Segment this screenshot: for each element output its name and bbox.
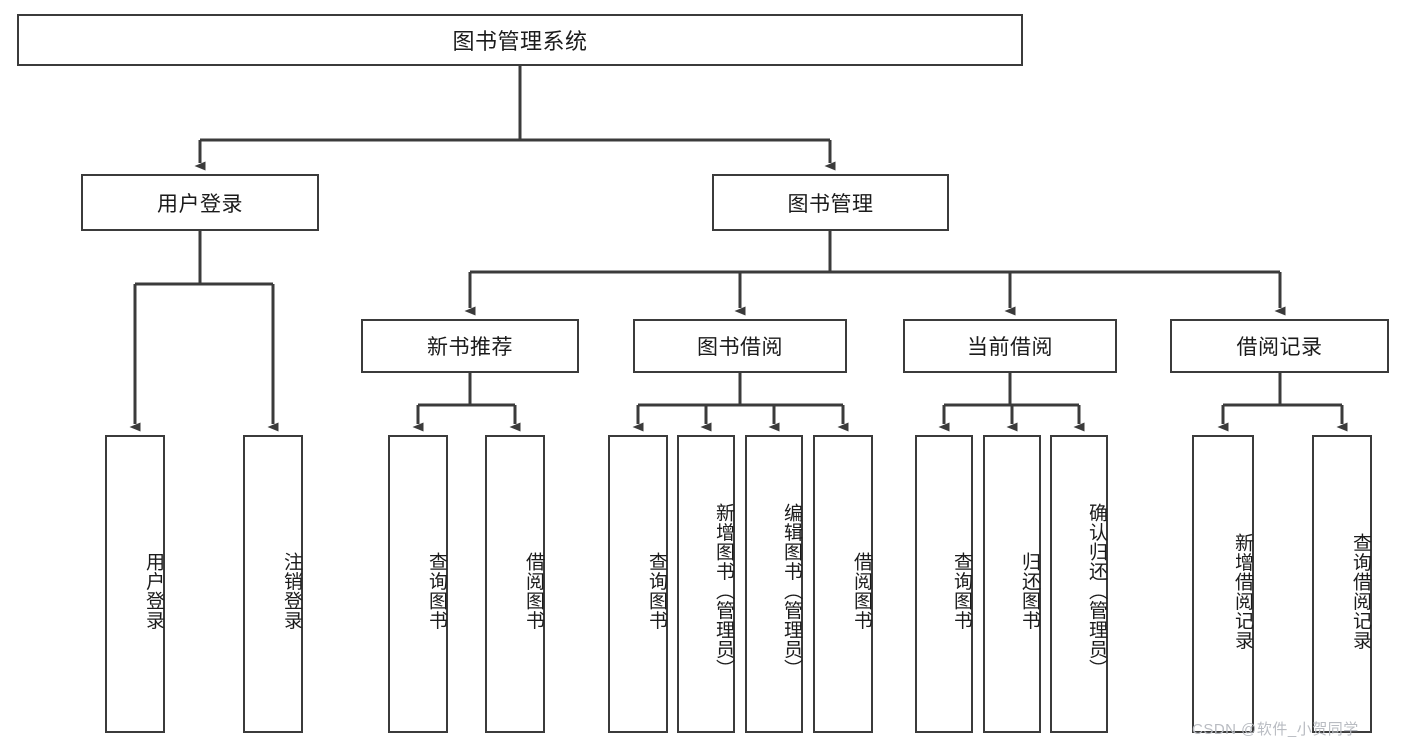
node-book-manage-label: 图书管理 [787, 192, 874, 216]
node-leaf-cb-query-book-label: 查询图书 [951, 552, 972, 630]
node-leaf-bb-query-book-label: 查询图书 [646, 552, 667, 630]
node-leaf-bb-add-book[interactable]: 新增图书（管理员） [677, 435, 735, 733]
node-leaf-bb-query-book[interactable]: 查询图书 [608, 435, 668, 733]
node-leaf-rec-query-book[interactable]: 查询图书 [388, 435, 448, 733]
node-leaf-cb-return-book[interactable]: 归还图书 [983, 435, 1041, 733]
node-current-borrow[interactable]: 当前借阅 [903, 319, 1117, 373]
node-leaf-cb-confirm-return-label: 确认归还（管理员） [1086, 503, 1107, 679]
node-root[interactable]: 图书管理系统 [17, 14, 1023, 66]
node-book-borrow[interactable]: 图书借阅 [633, 319, 847, 373]
node-leaf-bb-edit-book[interactable]: 编辑图书（管理员） [745, 435, 803, 733]
node-leaf-cb-confirm-return[interactable]: 确认归还（管理员） [1050, 435, 1108, 733]
node-leaf-br-add-record[interactable]: 新增借阅记录 [1192, 435, 1254, 733]
node-borrow-record[interactable]: 借阅记录 [1170, 319, 1389, 373]
node-book-borrow-label: 图书借阅 [697, 336, 783, 359]
node-leaf-cb-query-book[interactable]: 查询图书 [915, 435, 973, 733]
node-leaf-logout-label: 注销登录 [281, 552, 302, 630]
node-leaf-bb-edit-book-label: 编辑图书（管理员） [781, 503, 802, 679]
node-root-label: 图书管理系统 [452, 29, 588, 54]
node-leaf-rec-borrow-book-label: 借阅图书 [523, 552, 544, 630]
node-leaf-user-login[interactable]: 用户登录 [105, 435, 165, 733]
node-new-book-rec[interactable]: 新书推荐 [361, 319, 579, 373]
node-leaf-cb-return-book-label: 归还图书 [1019, 552, 1040, 630]
node-borrow-record-label: 借阅记录 [1236, 336, 1323, 359]
node-leaf-logout[interactable]: 注销登录 [243, 435, 303, 733]
node-user-login-label: 用户登录 [157, 192, 243, 216]
node-leaf-bb-borrow-book[interactable]: 借阅图书 [813, 435, 873, 733]
node-leaf-rec-borrow-book[interactable]: 借阅图书 [485, 435, 545, 733]
node-leaf-rec-query-book-label: 查询图书 [426, 552, 447, 630]
node-leaf-br-add-record-label: 新增借阅记录 [1232, 532, 1253, 650]
node-leaf-br-query-record[interactable]: 查询借阅记录 [1312, 435, 1372, 733]
node-book-manage[interactable]: 图书管理 [712, 174, 949, 231]
node-leaf-br-query-record-label: 查询借阅记录 [1350, 532, 1371, 650]
node-current-borrow-label: 当前借阅 [967, 336, 1053, 359]
node-user-login[interactable]: 用户登录 [81, 174, 319, 231]
node-leaf-user-login-label: 用户登录 [143, 552, 164, 630]
node-leaf-bb-borrow-book-label: 借阅图书 [851, 552, 872, 630]
node-new-book-rec-label: 新书推荐 [427, 336, 513, 359]
node-leaf-bb-add-book-label: 新增图书（管理员） [713, 503, 734, 679]
watermark-text: CSDN @软件_小贺同学 [1192, 721, 1359, 738]
